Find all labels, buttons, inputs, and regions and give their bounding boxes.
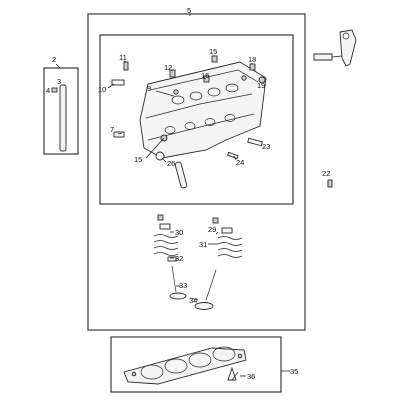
callout-12: 12 [164,63,172,72]
callout-2: 2 [52,55,56,64]
callout-4: 4 [46,86,50,95]
keeper-part-left [157,214,164,221]
leader-24 [233,155,237,161]
plug-part-22 [327,179,333,188]
sleeve-part [174,161,188,189]
seal-part-left [167,256,177,262]
keeper-part-right [212,217,219,224]
callout-31: 31 [199,240,207,249]
oil-tube-part [59,84,67,152]
callout-26: 26 [167,159,175,168]
callout-7: 7 [110,125,114,134]
retainer-part-left [159,223,171,230]
callout-35: 35 [290,367,298,376]
valve-head-right [194,302,214,310]
callout-24: 24 [236,158,244,167]
valve-stem-left [171,265,177,293]
oil-tube-group-frame [43,67,79,155]
leader-9 [155,90,175,97]
callout-34: 34 [189,296,197,305]
valve-train-parts [153,214,243,310]
pin-part-24 [227,151,239,160]
callout-16: 16 [201,71,209,80]
spring-part-right [217,236,243,258]
leader-34 [189,297,199,301]
callout-11: 11 [119,53,127,62]
callout-33: 33 [179,281,187,290]
leader-11 [123,60,127,63]
callout-29: 29 [208,225,216,234]
cylinder-head-part [139,61,267,159]
leader-10 [107,83,115,89]
head-gasket-group-frame [110,336,282,393]
callout-22: 22 [322,169,330,178]
callout-10: 10 [98,85,106,94]
leader-29 [215,231,219,235]
callout-32: 32 [175,254,183,263]
callout-15-top: 15 [209,47,217,56]
leader-15b [145,137,165,159]
lifting-eye-part [313,29,357,67]
callout-5: 5 [187,6,191,15]
callout-15-bottom: 15 [134,155,142,164]
clip-part-36 [227,366,239,381]
pin-part-10 [111,79,125,86]
leader-7 [117,132,123,135]
plug-part-18 [249,63,256,71]
valve-stem-right [205,269,217,301]
valve-head-left [169,292,187,300]
leader-16 [202,77,207,80]
retainer-part-right [221,227,233,234]
pin-part-7 [113,131,125,138]
callout-18: 18 [248,55,256,64]
callout-19: 19 [257,81,265,90]
spring-part-left [153,234,179,256]
cylinder-head-group-frame [87,13,306,331]
callout-30: 30 [175,228,183,237]
plug-part-19 [258,76,266,84]
callout-36: 36 [247,372,255,381]
clip-part [51,87,58,93]
plug-part-12 [169,69,176,78]
callout-9: 9 [147,84,151,93]
head-gasket-part [123,346,247,385]
pin-part-23 [247,137,263,147]
plug-part-11 [123,61,129,71]
callout-3: 3 [57,77,61,86]
callout-23: 23 [262,142,270,151]
leader-2 [55,63,61,69]
plug-part-15 [211,55,218,63]
cylinder-head-subframe [99,34,294,205]
leader-26 [161,157,167,163]
plug-part-16 [203,75,210,83]
